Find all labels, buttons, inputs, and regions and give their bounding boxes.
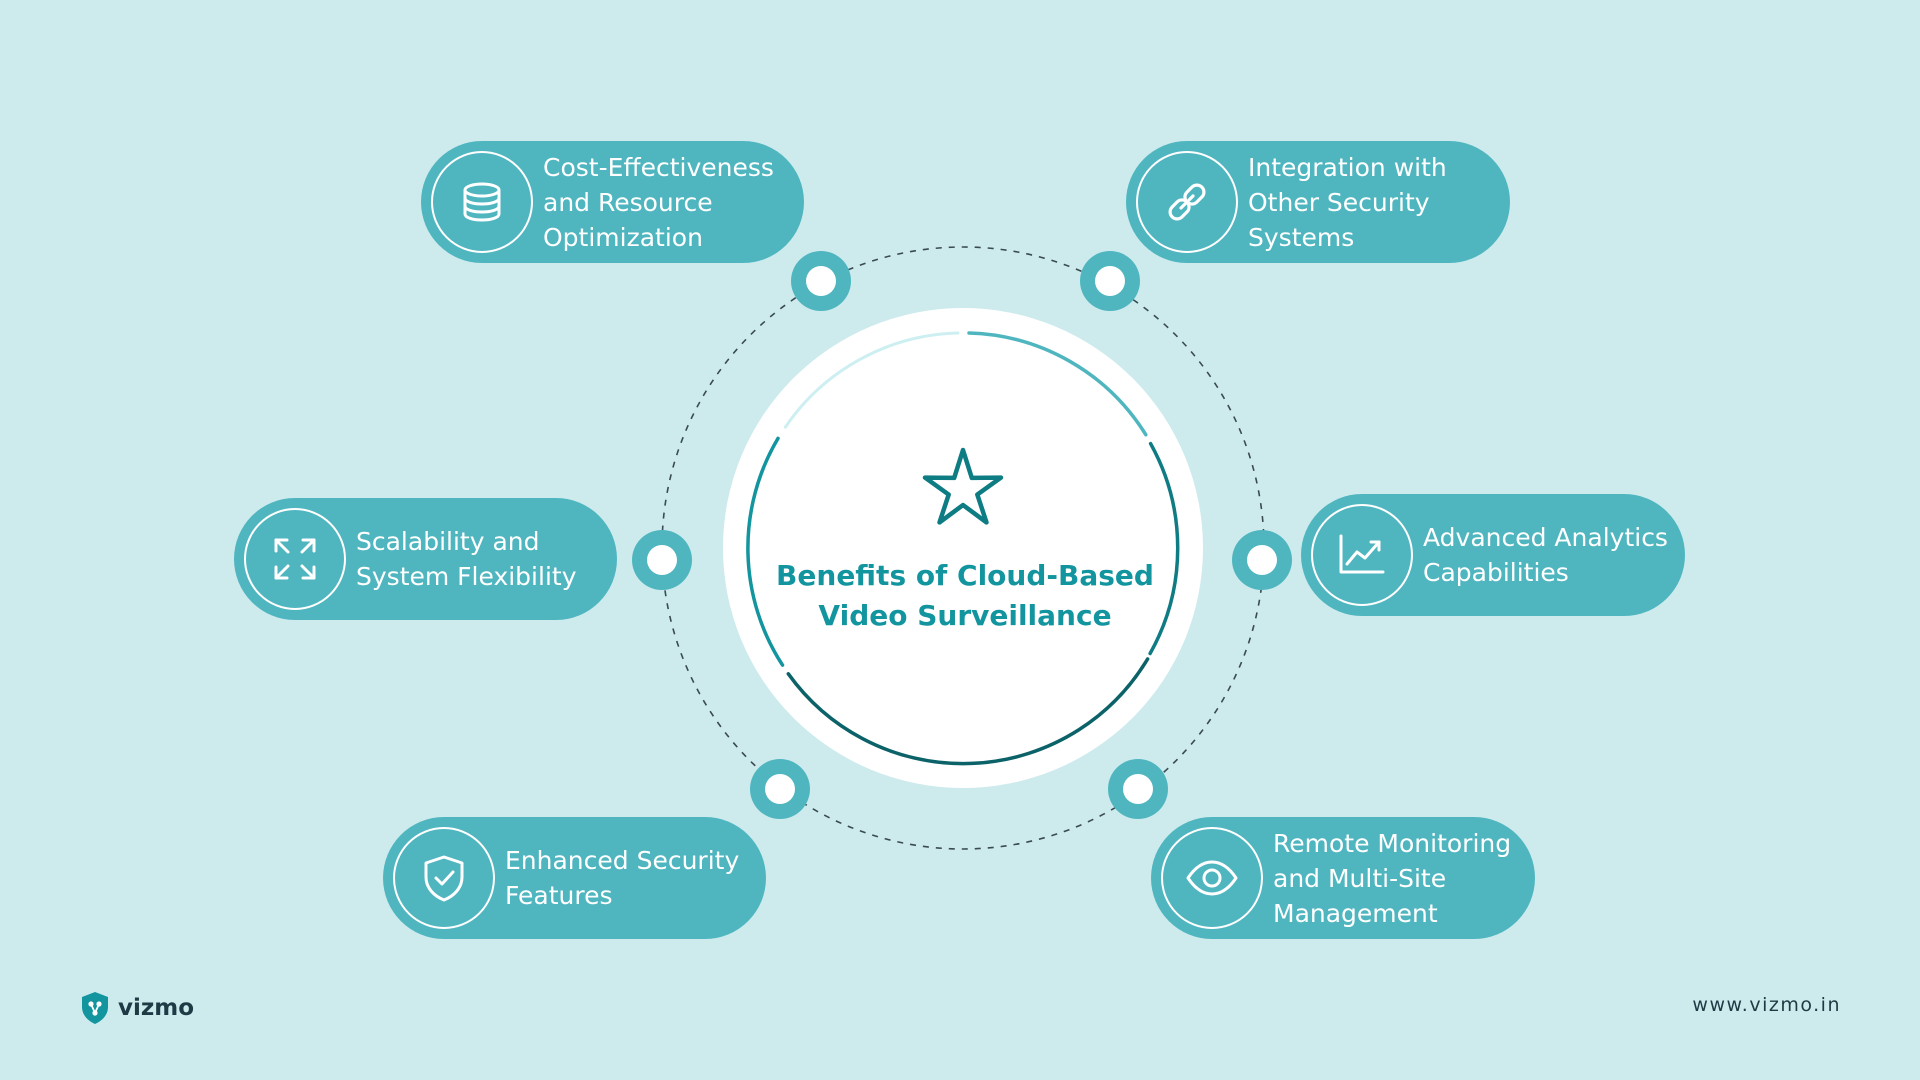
center-arc-top-faint: [783, 331, 960, 429]
link-icon: [1136, 151, 1238, 253]
benefit-label-cost: Cost-Effectiveness and Resource Optimiza…: [543, 141, 774, 263]
benefit-pill-cost: Cost-Effectiveness and Resource Optimiza…: [421, 141, 804, 263]
center-arc-left: [746, 436, 785, 667]
benefit-pill-analytics: Advanced Analytics Capabilities: [1301, 494, 1685, 616]
orbit-node-bottom-left: [750, 759, 810, 819]
benefit-cost-line-3: Optimization: [543, 222, 703, 252]
benefit-pill-remote: Remote Monitoring and Multi-Site Managem…: [1151, 817, 1535, 939]
benefit-cost-line-2: and Resource: [543, 187, 713, 217]
orbit-node-right: [1232, 530, 1292, 590]
eye-icon: [1161, 827, 1263, 929]
center-arc-bottom: [786, 657, 1150, 766]
brand-name: vizmo: [118, 995, 195, 1021]
line-chart-icon: [1311, 504, 1413, 606]
benefit-scalability-line-1: Scalability and: [356, 527, 540, 556]
orbit-node-left: [632, 530, 692, 590]
benefit-remote-line-1: Remote Monitoring: [1273, 828, 1512, 858]
brand-logo: vizmo: [80, 990, 194, 1026]
benefit-analytics-line-1: Advanced Analytics: [1423, 523, 1668, 552]
center-arc-right: [1148, 441, 1180, 656]
orbit-node-bottom-right: [1108, 759, 1168, 819]
benefit-integration-line-3: Systems: [1248, 222, 1355, 252]
database-icon: [431, 151, 533, 253]
benefit-cost-line-1: Cost-Effectiveness: [543, 152, 774, 182]
benefit-pill-integration: Integration with Other Security Systems: [1126, 141, 1510, 263]
benefit-label-analytics: Advanced Analytics Capabilities: [1423, 494, 1668, 616]
shield-check-icon: [393, 827, 495, 929]
center-disc: [723, 308, 1203, 788]
vizmo-shield-icon: [82, 992, 108, 1024]
center-title-line-2: Video Surveillance: [818, 599, 1112, 632]
benefit-remote-line-2: and Multi-Site: [1273, 863, 1447, 893]
benefit-integration-line-1: Integration with: [1248, 152, 1447, 182]
benefit-analytics-line-2: Capabilities: [1423, 558, 1569, 587]
benefit-security-line-1: Enhanced Security: [505, 846, 740, 875]
benefit-label-remote: Remote Monitoring and Multi-Site Managem…: [1273, 817, 1511, 939]
benefit-integration-line-2: Other Security: [1248, 187, 1430, 217]
benefit-label-scalability: Scalability and System Flexibility: [356, 498, 576, 620]
benefit-pill-security: Enhanced Security Features: [383, 817, 766, 939]
benefit-label-security: Enhanced Security Features: [505, 817, 739, 939]
star-icon: [922, 447, 1004, 525]
benefit-label-integration: Integration with Other Security Systems: [1248, 141, 1447, 263]
benefit-scalability-line-2: System Flexibility: [356, 562, 577, 591]
center-title: Benefits of Cloud-Based Video Surveillan…: [740, 556, 1190, 636]
center-title-line-1: Benefits of Cloud-Based: [776, 559, 1154, 592]
benefit-remote-line-3: Management: [1273, 898, 1438, 928]
benefit-security-line-2: Features: [505, 881, 613, 910]
expand-icon: [244, 508, 346, 610]
benefit-pill-scalability: Scalability and System Flexibility: [234, 498, 617, 620]
orbit-node-top-left: [791, 251, 851, 311]
center-arc-top-right: [967, 331, 1148, 437]
orbit-node-top-right: [1080, 251, 1140, 311]
website-link[interactable]: www.vizmo.in: [1692, 994, 1841, 1016]
